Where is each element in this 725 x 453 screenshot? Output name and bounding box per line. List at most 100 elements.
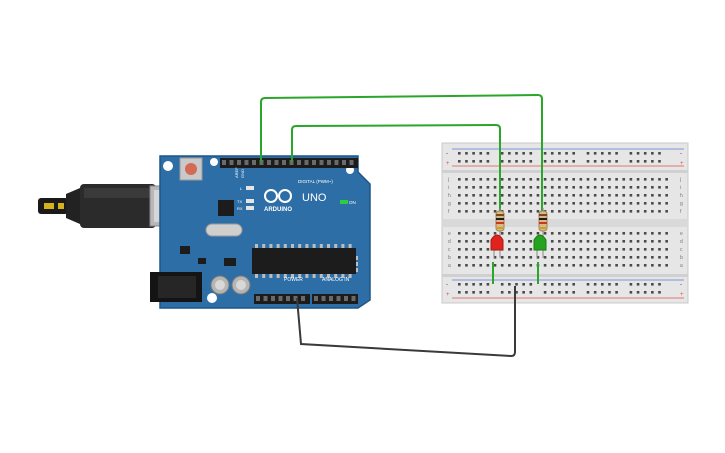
breadboard-hole[interactable] [558,240,561,243]
breadboard-hole[interactable] [651,160,654,163]
breadboard-hole[interactable] [536,194,540,197]
breadboard-hole[interactable] [572,256,575,259]
breadboard-hole[interactable] [543,152,547,155]
breadboard-hole[interactable] [651,264,654,267]
digital-pin[interactable] [237,160,241,165]
breadboard-hole[interactable] [486,152,490,155]
breadboard-hole[interactable] [651,152,654,155]
analog-pin[interactable] [336,296,341,301]
breadboard-hole[interactable] [529,291,533,294]
breadboard-hole[interactable] [515,210,518,213]
breadboard-hole[interactable] [629,240,633,243]
breadboard-hole[interactable] [601,178,604,181]
digital-pin[interactable] [259,160,264,165]
breadboard-hole[interactable] [615,160,618,163]
breadboard-hole[interactable] [608,283,611,286]
led-green[interactable] [533,234,547,258]
breadboard-hole[interactable] [500,152,504,155]
breadboard-hole[interactable] [629,264,633,267]
breadboard-hole[interactable] [486,248,490,251]
breadboard-hole[interactable] [629,160,633,163]
breadboard-hole[interactable] [500,194,504,197]
breadboard-hole[interactable] [586,160,590,163]
breadboard-hole[interactable] [508,283,511,286]
breadboard-hole[interactable] [658,240,661,243]
breadboard-hole[interactable] [486,264,490,267]
breadboard-hole[interactable] [515,283,518,286]
breadboard-hole[interactable] [643,291,647,294]
breadboard-hole[interactable] [543,264,547,267]
breadboard-hole[interactable] [665,210,668,213]
breadboard-hole[interactable] [636,248,640,251]
breadboard-hole[interactable] [550,210,554,213]
breadboard-hole[interactable] [658,291,661,294]
breadboard-hole[interactable] [579,248,583,251]
breadboard-hole[interactable] [522,152,525,155]
breadboard-hole[interactable] [522,291,525,294]
breadboard-hole[interactable] [472,283,475,286]
breadboard-hole[interactable] [608,194,611,197]
breadboard-hole[interactable] [629,291,633,294]
breadboard-hole[interactable] [615,264,618,267]
breadboard-hole[interactable] [565,186,568,189]
breadboard-hole[interactable] [601,202,604,205]
digital-pin[interactable] [229,160,234,165]
breadboard-hole[interactable] [636,291,640,294]
breadboard-hole[interactable] [486,186,490,189]
breadboard-hole[interactable] [486,178,490,181]
breadboard-hole[interactable] [550,194,554,197]
breadboard-hole[interactable] [472,202,475,205]
breadboard-hole[interactable] [558,178,561,181]
breadboard-hole[interactable] [565,248,568,251]
breadboard-hole[interactable] [579,256,583,259]
breadboard-hole[interactable] [615,186,618,189]
breadboard-hole[interactable] [565,194,568,197]
breadboard-hole[interactable] [608,178,611,181]
breadboard-hole[interactable] [508,178,511,181]
breadboard-hole[interactable] [472,194,475,197]
breadboard-hole[interactable] [608,256,611,259]
breadboard-hole[interactable] [543,283,547,286]
breadboard-hole[interactable] [658,152,661,155]
breadboard-hole[interactable] [500,178,504,181]
breadboard-hole[interactable] [493,178,497,181]
breadboard-hole[interactable] [651,256,654,259]
breadboard-hole[interactable] [500,256,504,259]
power-pin[interactable] [263,296,268,301]
breadboard-hole[interactable] [601,152,604,155]
breadboard-hole[interactable] [586,240,590,243]
breadboard-hole[interactable] [472,232,475,235]
breadboard-hole[interactable] [536,178,540,181]
breadboard-hole[interactable] [651,186,654,189]
analog-pin[interactable] [344,296,348,301]
breadboard-hole[interactable] [593,160,597,163]
breadboard-hole[interactable] [586,232,590,235]
breadboard-hole[interactable] [658,264,661,267]
breadboard-hole[interactable] [586,186,590,189]
breadboard-hole[interactable] [458,283,461,286]
breadboard-hole[interactable] [622,210,626,213]
breadboard-hole[interactable] [586,152,590,155]
breadboard-hole[interactable] [458,202,461,205]
breadboard-hole[interactable] [651,240,654,243]
analog-pin[interactable] [329,296,333,301]
breadboard-hole[interactable] [622,186,626,189]
breadboard-hole[interactable] [465,194,468,197]
breadboard-hole[interactable] [508,291,511,294]
breadboard-hole[interactable] [465,202,468,205]
breadboard-hole[interactable] [636,264,640,267]
breadboard-hole[interactable] [622,178,626,181]
breadboard-hole[interactable] [558,256,561,259]
breadboard-hole[interactable] [658,202,661,205]
breadboard-hole[interactable] [508,160,511,163]
breadboard-hole[interactable] [629,202,633,205]
breadboard-hole[interactable] [608,186,611,189]
breadboard-hole[interactable] [493,210,497,213]
breadboard-hole[interactable] [579,264,583,267]
breadboard-hole[interactable] [658,210,661,213]
breadboard-hole[interactable] [486,210,490,213]
breadboard-hole[interactable] [522,160,525,163]
breadboard-hole[interactable] [550,202,554,205]
breadboard-hole[interactable] [643,232,647,235]
